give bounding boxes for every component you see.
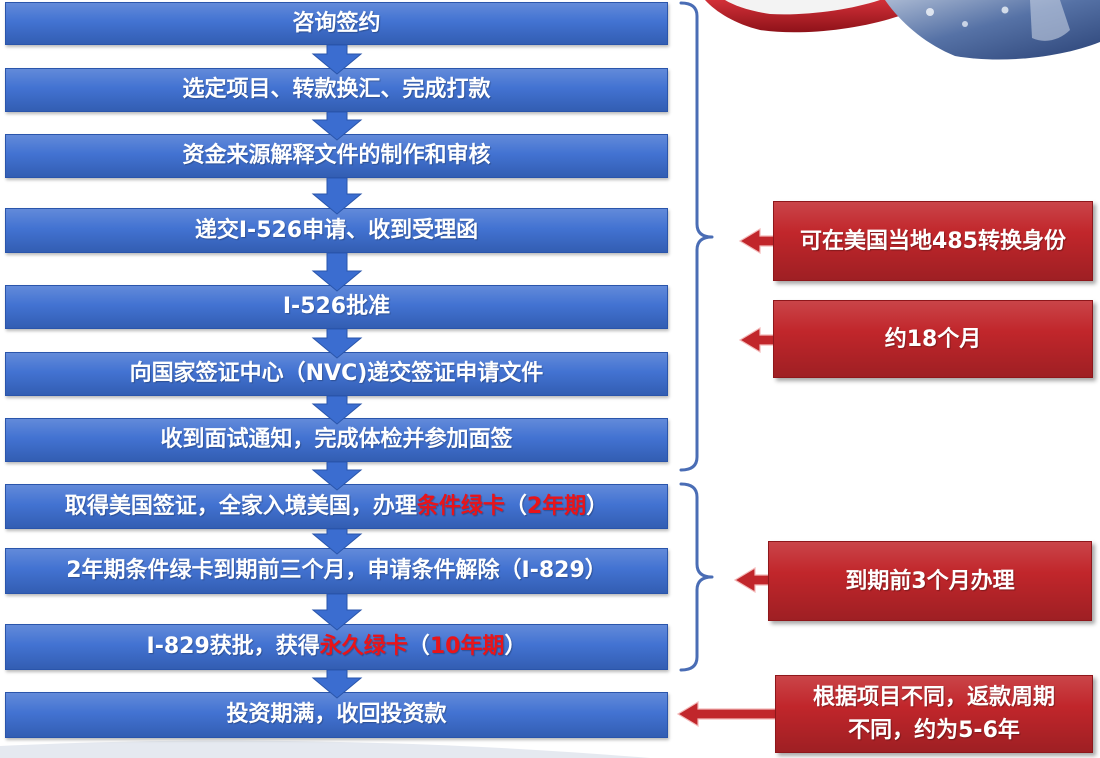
step-i526-approved: I-526批准 xyxy=(5,285,668,329)
step-i829-approved: I-829获批，获得永久绿卡（10年期） xyxy=(5,624,668,670)
step-label: 取得美国签证，全家入境美国，办理条件绿卡（2年期） xyxy=(65,494,608,520)
step-nvc-submission: 向国家签证中心（NVC)递交签证申请文件 xyxy=(5,352,668,396)
step-label-part: I-829获批，获得 xyxy=(146,634,320,659)
callout-label: 根据项目不同，返款周期不同，约为5-6年 xyxy=(812,685,1055,743)
callout-arrow-4 xyxy=(676,700,778,728)
flag-red-band xyxy=(705,0,915,33)
step-select-project: 选定项目、转款换汇、完成打款 xyxy=(5,68,668,112)
step-visa-entry: 取得美国签证，全家入境美国，办理条件绿卡（2年期） xyxy=(5,484,668,529)
step-label: 2年期条件绿卡到期前三个月，申请条件解除（I-829） xyxy=(66,558,607,583)
step-label: 投资期满，收回投资款 xyxy=(226,702,447,727)
step-interview-medical: 收到面试通知，完成体检并参加面签 xyxy=(5,418,668,462)
callout-arrow-3 xyxy=(733,566,771,594)
callout-3-months: 到期前3个月办理 xyxy=(768,541,1092,621)
step-fund-source-docs: 资金来源解释文件的制作和审核 xyxy=(5,134,668,178)
step-consult-sign: 咨询签约 xyxy=(5,2,668,45)
step-label-highlight: 永久绿卡 xyxy=(319,634,408,659)
step-label: 选定项目、转款换汇、完成打款 xyxy=(182,77,491,102)
step-label-highlight: 10年期 xyxy=(429,634,505,659)
step-label-part: ） xyxy=(586,493,609,519)
step-label: 收到面试通知，完成体检并参加面签 xyxy=(160,427,513,452)
callout-18-months: 约18个月 xyxy=(773,300,1093,378)
step-label-part: 取得美国签证，全家入境美国，办理 xyxy=(64,493,417,519)
step-label: 向国家签证中心（NVC)递交签证申请文件 xyxy=(129,361,544,386)
callout-label: 到期前3个月办理 xyxy=(845,568,1015,594)
step-label-highlight: 条件绿卡 xyxy=(416,493,505,519)
statue-silhouette xyxy=(1030,0,1070,41)
callout-label: 可在美国当地485转换身份 xyxy=(800,228,1066,254)
flag-white-stripe xyxy=(725,0,880,15)
callout-label: 约18个月 xyxy=(884,326,982,352)
bracket-conditional-card-phase xyxy=(679,482,714,672)
bracket-pre-entry-phase xyxy=(679,1,714,472)
step-i829-filing: 2年期条件绿卡到期前三个月，申请条件解除（I-829） xyxy=(5,548,668,594)
step-label: 资金来源解释文件的制作和审核 xyxy=(182,143,491,168)
step-label-highlight: 2年期 xyxy=(526,493,587,519)
bottom-swoosh xyxy=(0,740,650,758)
step-label-part: （ xyxy=(407,634,430,659)
flag-blue-field xyxy=(885,0,1100,60)
callout-485-adjustment: 可在美国当地485转换身份 xyxy=(773,201,1093,281)
flag-star xyxy=(926,8,934,16)
step-file-i526: 递交I-526申请、收到受理函 xyxy=(5,208,668,253)
callout-arrow-1 xyxy=(738,227,776,255)
step-label: I-526批准 xyxy=(282,294,391,319)
callout-repayment-period: 根据项目不同，返款周期不同，约为5-6年 xyxy=(775,675,1093,753)
step-label: 递交I-526申请、收到受理函 xyxy=(194,217,479,243)
flag-star xyxy=(962,21,968,27)
step-label: I-829获批，获得永久绿卡（10年期） xyxy=(147,634,527,660)
step-label: 咨询签约 xyxy=(292,10,381,36)
step-label-part: ） xyxy=(504,634,527,659)
callout-arrow-2 xyxy=(738,326,776,354)
flag-decoration xyxy=(705,0,1100,60)
step-investment-return: 投资期满，收回投资款 xyxy=(5,692,668,738)
flag-star xyxy=(1001,6,1009,14)
step-label-part: （ xyxy=(504,493,527,519)
